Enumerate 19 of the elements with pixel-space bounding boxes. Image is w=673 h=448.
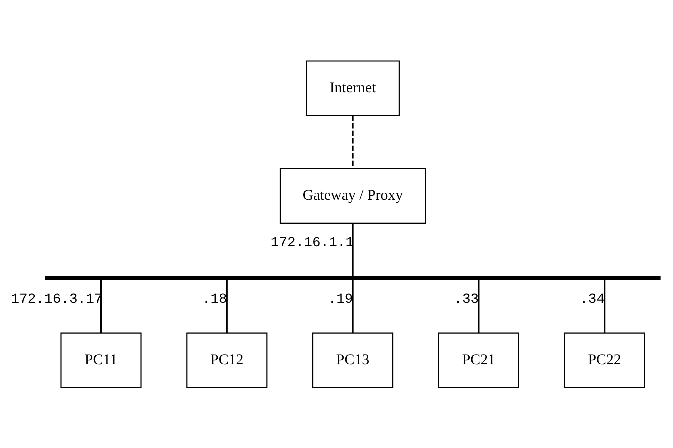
edge-label: 172.16.3.17 <box>11 291 103 308</box>
node-box: PC22 <box>564 332 646 388</box>
edge-label: 172.16.1.1 <box>270 234 354 251</box>
node-box: Gateway / Proxy <box>280 168 426 224</box>
node-box: Internet <box>306 60 400 116</box>
connector <box>352 223 354 276</box>
edge-label: .19 <box>328 291 354 308</box>
connector <box>352 280 354 333</box>
connector <box>352 115 354 168</box>
node-box: PC13 <box>312 332 394 388</box>
edge-label: .18 <box>202 291 228 308</box>
connector <box>604 280 606 333</box>
node-box: PC11 <box>60 332 142 388</box>
connector <box>100 280 102 333</box>
connector <box>226 280 228 333</box>
connector <box>478 280 480 333</box>
node-box: PC12 <box>186 332 268 388</box>
node-bar <box>45 276 661 280</box>
node-box: PC21 <box>438 332 520 388</box>
